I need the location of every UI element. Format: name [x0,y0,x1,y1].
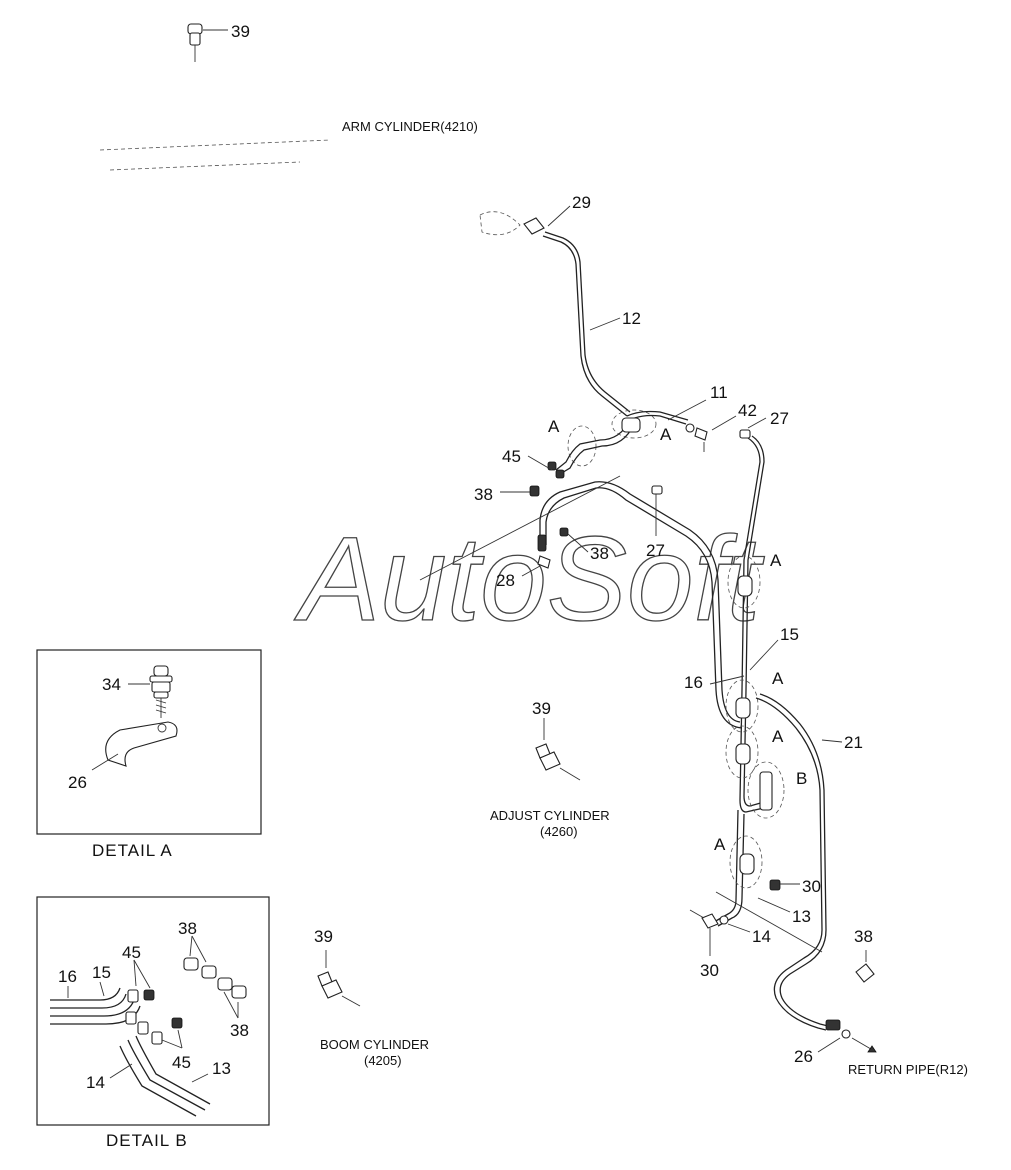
arm-cylinder-caption: ARM CYLINDER(4210) [342,119,478,134]
callout-38-a: 38 [474,485,493,504]
detail-a-callout-34: 34 [102,675,121,694]
callout-B: B [796,769,807,788]
callout-A-5: A [772,727,784,746]
callout-42: 42 [738,401,757,420]
pipe-27-upper: 27 [739,409,789,691]
adjust-cylinder-caption-1: ADJUST CYLINDER [490,808,610,823]
pipe-trunk: A A A B A 15 16 [684,551,807,927]
callout-39-top: 39 [231,22,250,41]
callout-14: 14 [752,927,771,946]
callout-A-4: A [772,669,784,688]
watermark: AutoSoft [294,512,765,646]
callout-A-3: A [770,551,782,570]
callout-30-r: 30 [802,877,821,896]
callout-38-r: 38 [854,927,873,946]
detail-a-title: DETAIL A [92,841,173,860]
callout-27-top: 27 [770,409,789,428]
grease-nipple-top: 39 [187,22,250,62]
callout-16: 16 [684,673,703,692]
callout-39-boom: 39 [314,927,333,946]
detail-b-callout-38-right: 38 [230,1021,249,1040]
callout-21: 21 [844,733,863,752]
detail-b-callout-45-bottom: 45 [172,1053,191,1072]
callout-A-2: A [660,425,672,444]
callout-11: 11 [710,383,728,402]
callout-45: 45 [502,447,521,466]
clamp-cluster-upper: 11 42 A A [548,383,757,475]
detail-b: 38 45 16 15 38 45 14 13 DETAIL B [36,896,270,1150]
detail-b-callout-15: 15 [92,963,111,982]
detail-a: 34 26 DETAIL A [36,649,262,860]
callout-15: 15 [780,625,799,644]
adjust-cylinder-caption-2: (4260) [540,824,578,839]
return-pipe-caption: RETURN PIPE(R12) [848,1062,968,1077]
callout-38-b: 38 [590,544,609,563]
lower-fittings: 30 13 14 30 38 [689,877,875,983]
detail-b-callout-38-top: 38 [178,919,197,938]
detail-b-callout-13: 13 [212,1059,231,1078]
callout-29: 29 [572,193,591,212]
detail-a-callout-26: 26 [68,773,87,792]
callout-26-r: 26 [794,1047,813,1066]
boom-cylinder-caption-2: (4205) [364,1053,402,1068]
grease-nipple-adjust: 39 ADJUST CYLINDER (4260) [490,699,610,839]
pipe-21: 21 26 RETURN PIPE(R12) [755,693,968,1077]
detail-b-callout-16: 16 [58,967,77,986]
callout-A-6: A [714,835,726,854]
pipe-15-16: 27 38 28 [419,475,743,729]
callout-28: 28 [496,571,515,590]
detail-b-callout-14: 14 [86,1073,105,1092]
callout-13: 13 [792,907,811,926]
callout-30-b: 30 [700,961,719,980]
fittings-45-38: 45 38 [474,447,565,504]
callout-A-1: A [548,417,560,436]
callout-27-mid: 27 [646,541,665,560]
detail-b-callout-45-top: 45 [122,943,141,962]
grease-nipple-boom: 39 BOOM CYLINDER (4205) [314,927,429,1068]
boom-cylinder-caption-1: BOOM CYLINDER [320,1037,429,1052]
pipe-12: 29 12 [523,193,641,417]
callout-39-adj: 39 [532,699,551,718]
detail-b-title: DETAIL B [106,1131,188,1150]
callout-12: 12 [622,309,641,328]
